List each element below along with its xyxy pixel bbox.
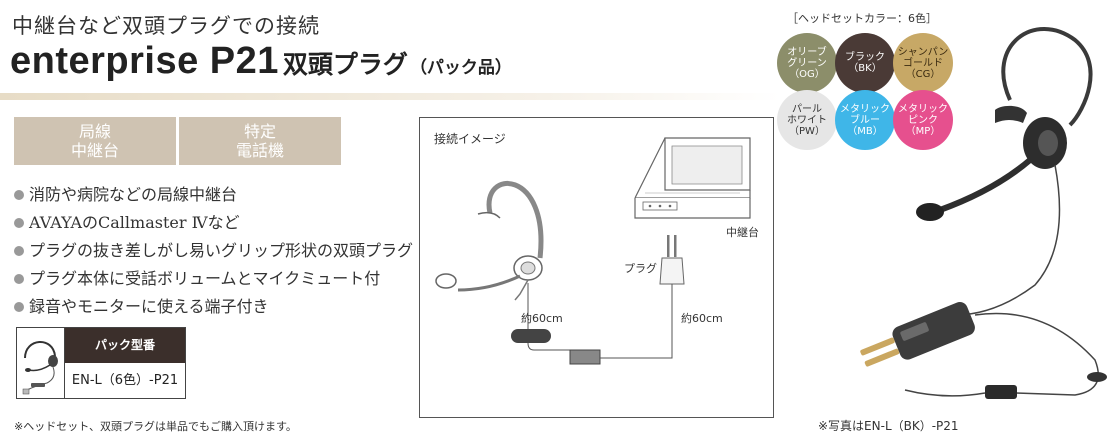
headset-thumbnail-icon [22,341,58,395]
tag-line: 中継台 [70,141,119,160]
color-swatch-pw: パールホワイト（PW） [777,90,837,150]
photo-caption: ※写真はEN-L（BK）-P21 [818,419,959,433]
bullet-icon [14,246,24,256]
tag-trunk-console: 局線 中継台 [14,117,176,165]
color-swatch-mb: メタリックブルー（MB） [835,90,895,150]
color-swatch-og: オリーブグリーン（OG） [777,33,837,93]
color-caption: ［ヘッドセットカラー：6色］ [787,12,937,25]
product-pack-note: （パック品） [409,58,512,78]
tag-specific-phone: 特定 電話機 [179,117,341,165]
diagram-title: 接続イメージ [434,132,506,146]
headset-icon [435,180,544,301]
cord-length-left: 約60cm [521,312,563,325]
feature-item: AVAYAのCallmaster Ⅳなど [14,209,413,237]
console-label: 中継台 [726,226,759,239]
product-type: 双頭プラグ [282,50,408,79]
feature-item: プラグの抜き差しがし易いグリップ形状の双頭プラグ [14,237,413,265]
model-number-value: EN-L（6色）-P21 [71,373,179,388]
console-icon [634,137,751,219]
model-table-header: パック型番 [65,328,185,363]
connection-diagram: 接続イメージ [419,117,774,418]
cord-connector-icon [511,329,551,343]
product-photo [860,27,1107,399]
page-subtitle: 中継台など双頭プラグでの接続 [12,14,320,38]
tag-line: 特定 [243,122,276,141]
bullet-icon [14,302,24,312]
model-number-table: パック型番 EN-L（6色）-P21 [16,327,186,399]
plug-label: プラグ [624,262,657,275]
tag-line: 電話機 [235,141,284,160]
tag-line: 局線 [78,122,111,141]
color-swatch-mp: メタリックピンク（MP） [893,90,953,150]
product-name: enterprise P21 [10,40,279,82]
bullet-icon [14,274,24,284]
bullet-icon [14,218,24,228]
title-divider [0,93,780,100]
bullet-icon [14,190,24,200]
inline-unit-icon [569,349,601,365]
color-swatch-cg: シャンパンゴールド（CG） [893,33,953,93]
feature-item: プラグ本体に受話ボリュームとマイクミュート付 [14,265,413,293]
color-swatch-bk: ブラック（BK） [835,33,895,93]
footnote: ※ヘッドセット、双頭プラグは単品でもご購入頂けます。 [14,420,297,433]
feature-list: 消防や病院などの局線中継台 AVAYAのCallmaster Ⅳなど プラグの抜… [14,181,413,321]
diagram-illustration [435,137,751,365]
feature-item: 消防や病院などの局線中継台 [14,181,413,209]
headset-thumbnail [17,328,65,398]
plug-icon [659,235,685,285]
cord-length-right: 約60cm [681,312,723,325]
feature-item: 録音やモニターに使える端子付き [14,293,413,321]
